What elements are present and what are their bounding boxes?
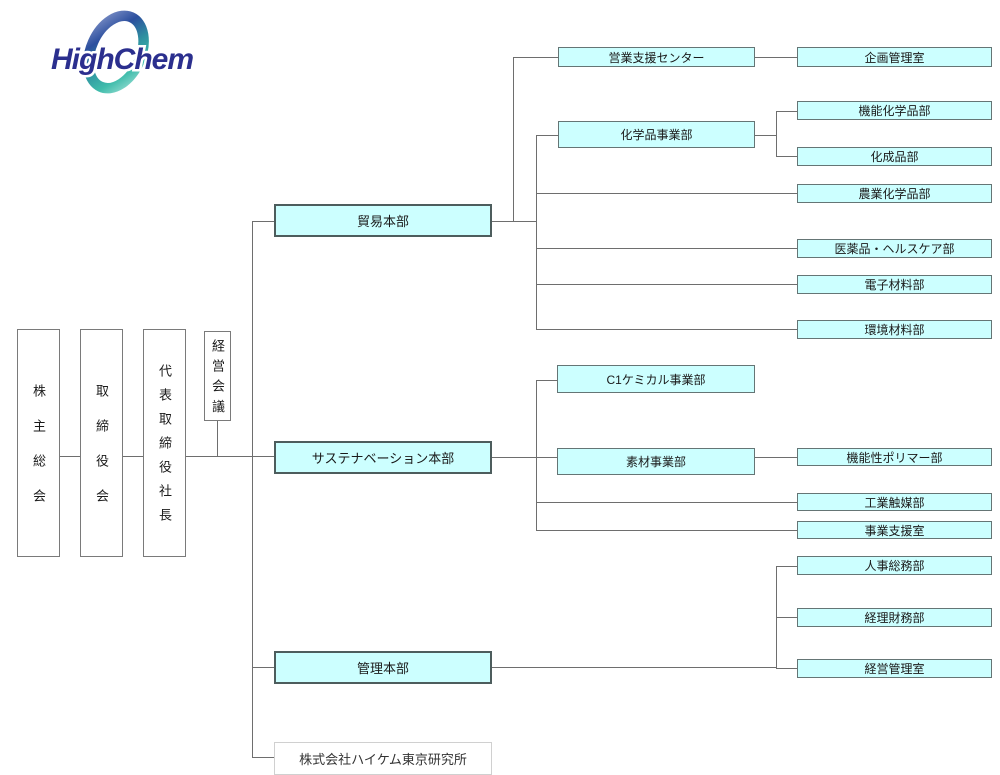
connector-line — [186, 456, 274, 457]
node-admin-hq: 管理本部 — [274, 651, 492, 684]
node-c1-chemical-division: C1ケミカル事業部 — [557, 365, 755, 393]
connector-line — [492, 667, 776, 668]
node-president: 代表取締役社長 — [143, 329, 186, 557]
connector-line — [536, 380, 557, 381]
connector-line — [536, 329, 797, 330]
node-hr-general-affairs-dept: 人事総務部 — [797, 556, 992, 575]
connector-line — [776, 111, 777, 157]
node-management-admin-office: 経営管理室 — [797, 659, 992, 678]
node-functional-chemicals-dept: 機能化学品部 — [797, 101, 992, 120]
connector-line — [536, 135, 558, 136]
connector-line — [755, 135, 776, 136]
connector-line — [123, 456, 143, 457]
node-trade-hq: 貿易本部 — [274, 204, 492, 237]
connector-line — [776, 156, 797, 157]
node-pharma-healthcare-dept: 医薬品・ヘルスケア部 — [797, 239, 992, 258]
node-board-of-directors: 取締役会 — [80, 329, 123, 557]
logo-swoosh-icon — [83, 10, 149, 94]
node-materials-division: 素材事業部 — [557, 448, 755, 475]
connector-line — [252, 667, 274, 668]
logo-wordmark: HighChem — [51, 43, 193, 76]
node-environmental-materials-dept: 環境材料部 — [797, 320, 992, 339]
node-agricultural-chemicals-dept: 農業化学品部 — [797, 184, 992, 203]
connector-line — [536, 135, 537, 329]
connector-line — [492, 457, 536, 458]
node-industrial-catalyst-dept: 工業触媒部 — [797, 493, 992, 511]
node-accounting-finance-dept: 経理財務部 — [797, 608, 992, 627]
connector-line — [536, 530, 797, 531]
connector-line — [252, 221, 253, 757]
connector-line — [60, 456, 80, 457]
node-management-council: 経営会議 — [204, 331, 231, 421]
connector-line — [536, 193, 797, 194]
connector-line — [536, 380, 537, 530]
connector-line — [492, 221, 536, 222]
node-sales-support-center: 営業支援センター — [558, 47, 755, 67]
connector-line — [536, 284, 797, 285]
connector-line — [536, 248, 797, 249]
node-functional-polymer-dept: 機能性ポリマー部 — [797, 448, 992, 466]
node-chemical-products-dept: 化成品部 — [797, 147, 992, 166]
connector-line — [755, 457, 797, 458]
node-tokyo-research-institute: 株式会社ハイケム東京研究所 — [274, 742, 492, 775]
connector-line — [776, 617, 797, 618]
connector-line — [217, 421, 218, 456]
connector-line — [536, 502, 797, 503]
connector-line — [536, 457, 557, 458]
connector-line — [776, 566, 797, 567]
node-planning-management-office: 企画管理室 — [797, 47, 992, 67]
node-business-support-office: 事業支援室 — [797, 521, 992, 539]
node-shareholders-meeting: 株主総会 — [17, 329, 60, 557]
connector-line — [776, 668, 797, 669]
connector-line — [252, 757, 274, 758]
connector-line — [252, 221, 274, 222]
node-sustainavation-hq: サステナベーション本部 — [274, 441, 492, 474]
node-chemicals-division: 化学品事業部 — [558, 121, 755, 148]
connector-line — [513, 57, 558, 58]
connector-line — [755, 57, 797, 58]
highchem-logo: HighChem — [50, 10, 197, 94]
node-electronic-materials-dept: 電子材料部 — [797, 275, 992, 294]
connector-line — [513, 57, 514, 221]
connector-line — [776, 111, 797, 112]
